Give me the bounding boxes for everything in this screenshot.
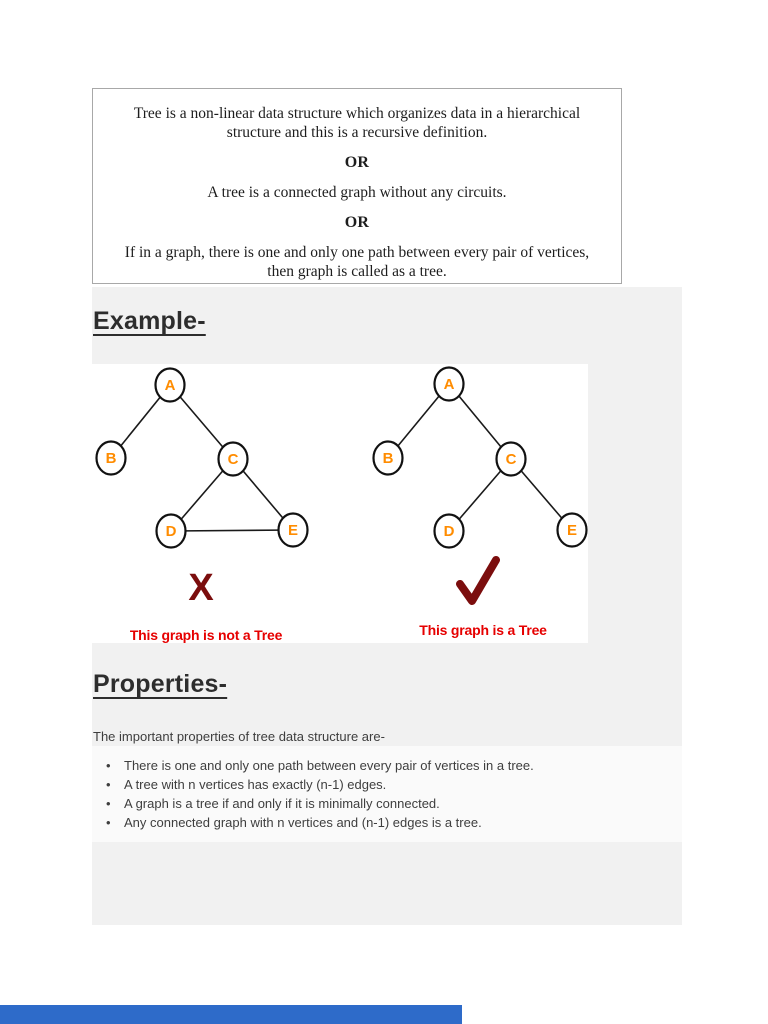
tree-diagrams-figure: A B C D E A B C D E X This graph is not a Tree Th… — [92, 364, 588, 643]
svg-text:E: E — [567, 522, 577, 539]
svg-text:D: D — [166, 523, 177, 540]
or-separator: OR — [344, 214, 370, 231]
svg-text:D: D — [444, 523, 455, 540]
definition-paragraph: A tree is a connected graph without any … — [207, 184, 507, 201]
properties-list: There is one and only one path between e… — [92, 746, 682, 842]
definition-paragraph: If in a graph, there is one and only one… — [124, 244, 590, 280]
next-page-edge — [0, 1005, 462, 1024]
cross-icon: X — [188, 567, 214, 609]
svg-text:B: B — [383, 450, 394, 467]
properties-heading: Properties- — [93, 670, 228, 698]
list-item: A graph is a tree if and only if it is m… — [106, 794, 682, 813]
properties-intro: The important properties of tree data st… — [93, 729, 385, 744]
definition-box: Tree is a non-linear data structure whic… — [92, 88, 622, 284]
svg-text:A: A — [444, 376, 455, 393]
svg-text:C: C — [506, 451, 517, 468]
graph-caption-not-tree: This graph is not a Tree — [129, 627, 283, 643]
list-item: A tree with n vertices has exactly (n-1)… — [106, 775, 682, 794]
graph-caption-tree: This graph is a Tree — [419, 622, 547, 638]
or-separator: OR — [344, 154, 370, 171]
svg-text:B: B — [106, 450, 117, 467]
svg-text:E: E — [288, 522, 298, 539]
list-item: Any connected graph with n vertices and … — [106, 813, 682, 832]
svg-text:A: A — [165, 377, 176, 394]
tree-diagram-svg: A B C D E A B C D E — [95, 366, 588, 549]
list-item: There is one and only one path between e… — [106, 756, 682, 775]
svg-text:C: C — [228, 451, 239, 468]
definition-paragraph: Tree is a non-linear data structure whic… — [133, 105, 581, 141]
example-heading: Example- — [93, 307, 206, 335]
check-icon — [456, 556, 500, 605]
